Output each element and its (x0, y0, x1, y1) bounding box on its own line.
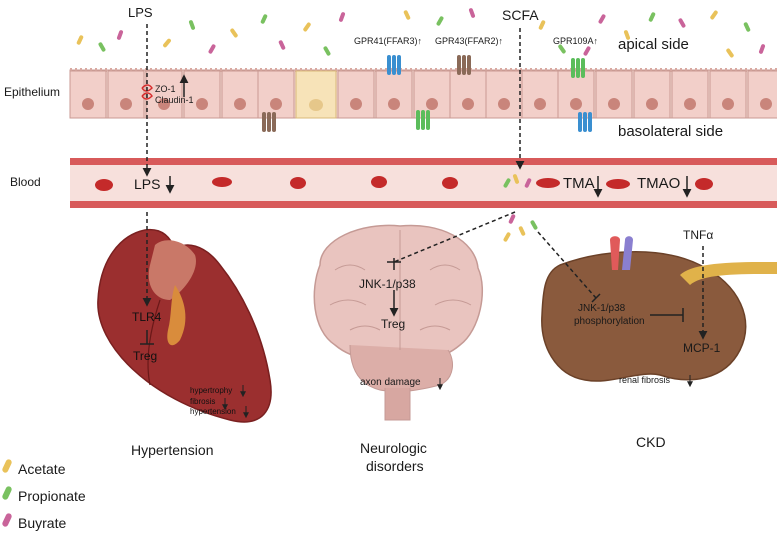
cell-nucleus (234, 98, 246, 110)
cell-nucleus (388, 98, 400, 110)
cell-nucleus (462, 98, 474, 110)
claudin-label: Claudin-1 (155, 95, 194, 105)
cell-nucleus (426, 98, 438, 110)
fibrosis-label: fibrosis (190, 397, 216, 406)
epithelial-cell (183, 70, 221, 119)
scfa-top-label: SCFA (502, 7, 539, 23)
scfa-particles (76, 8, 766, 58)
epithelial-cell (69, 70, 107, 119)
epithelial-cell (257, 70, 295, 119)
ckd-title: CKD (636, 434, 666, 450)
epithelial-cell (375, 70, 413, 119)
epithelial-cell (145, 70, 183, 119)
hypertension-effect-label: hypertension (190, 407, 236, 416)
tma-label: TMA (563, 175, 595, 192)
cell-nucleus (646, 98, 658, 110)
mcp1-label: MCP-1 (683, 341, 721, 355)
gpr41-label: GPR41(FFAR3)↑ (354, 36, 423, 46)
neurologic-title: Neurologic (360, 440, 427, 456)
cell-nucleus (684, 98, 696, 110)
brain-treg-label: Treg (381, 317, 406, 331)
cell-nucleus (498, 98, 510, 110)
epithelial-cell (595, 70, 633, 119)
cell-nucleus (158, 98, 170, 110)
cell-nucleus (760, 98, 772, 110)
epithelial-cell (485, 70, 523, 119)
brain-illustration (313, 224, 484, 421)
disorders-title: disorders (366, 458, 424, 474)
blood-butyrate (524, 178, 532, 188)
cell-nucleus (82, 98, 94, 110)
basolateral-receptor-green (416, 110, 430, 130)
epithelial-cell (747, 70, 777, 119)
propionate-legend-label: Propionate (18, 488, 86, 504)
hypertension-title: Hypertension (131, 442, 214, 458)
basolateral-receptor-blue (578, 112, 592, 132)
tnf-label: TNFα (683, 228, 714, 242)
scfa-release-b1 (508, 214, 516, 224)
blood-acetate (512, 174, 520, 184)
gpr109a-receptor (571, 58, 585, 78)
apical-side-label: apical side (618, 36, 689, 53)
cell-nucleus (608, 98, 620, 110)
lps-top-label: LPS (128, 5, 153, 20)
epithelium-label: Epithelium (4, 85, 61, 99)
heart-illustration (97, 228, 272, 423)
red-blood-cells (95, 176, 713, 191)
gpr109a-label: GPR109A↑ (553, 36, 599, 46)
renal-fibrosis-label: renal fibrosis (619, 375, 671, 385)
hypertrophy-label: hypertrophy (190, 386, 233, 395)
scfa-release-a1 (518, 226, 526, 236)
epithelial-cell (633, 70, 671, 119)
blood-label: Blood (10, 175, 41, 189)
epithelial-cell (107, 70, 145, 119)
axon-damage-label: axon damage (360, 377, 421, 388)
kidney-inhibit-bar (591, 293, 601, 303)
epithelial-cell (709, 70, 747, 119)
blood-propionate (503, 178, 511, 188)
epithelial-cells (69, 70, 777, 119)
kidney-illustration (541, 236, 777, 382)
gpr43-label: GPR43(FFAR2)↑ (435, 36, 504, 46)
cell-nucleus (120, 98, 132, 110)
epithelial-cell (449, 70, 487, 119)
cell-nucleus (270, 98, 282, 110)
kidney-jnk-label: JNK-1/p38 (578, 303, 626, 314)
cell-nucleus (534, 98, 546, 110)
scfa-to-brain-dashed (393, 211, 516, 263)
tmao-label: TMAO (637, 175, 681, 192)
blood-lps-label: LPS (134, 176, 161, 192)
epithelial-cell (413, 70, 451, 119)
basolateral-receptor-brown (262, 112, 276, 132)
phosphorylation-label: phosphorylation (574, 316, 645, 327)
butyrate-legend-label: Buyrate (18, 515, 67, 531)
epithelial-cell (557, 70, 595, 119)
epithelial-cell (671, 70, 709, 119)
goblet-nucleus (309, 99, 323, 111)
brain-jnk-label: JNK-1/p38 (359, 277, 416, 291)
heart-treg-label: Treg (133, 349, 158, 363)
blood-vessel (70, 158, 777, 208)
cell-nucleus (196, 98, 208, 110)
acetate-legend-label: Acetate (18, 461, 66, 477)
cell-nucleus (350, 98, 362, 110)
epithelial-cell (521, 70, 559, 119)
epithelial-cell (337, 70, 375, 119)
tlr4-label: TLR4 (132, 310, 162, 324)
tight-junction-icon (141, 84, 153, 100)
cell-nucleus (722, 98, 734, 110)
zo1-label: ZO-1 (155, 84, 176, 94)
epithelial-cell (221, 70, 259, 119)
basolateral-side-label: basolateral side (618, 123, 724, 140)
gpr43-receptor (457, 55, 471, 75)
scfa-to-kidney-dashed (537, 231, 597, 299)
scfa-release-a2 (503, 232, 511, 242)
scfa-release-p1 (530, 220, 538, 230)
cell-nucleus (570, 98, 582, 110)
gpr41-receptor (387, 55, 401, 75)
